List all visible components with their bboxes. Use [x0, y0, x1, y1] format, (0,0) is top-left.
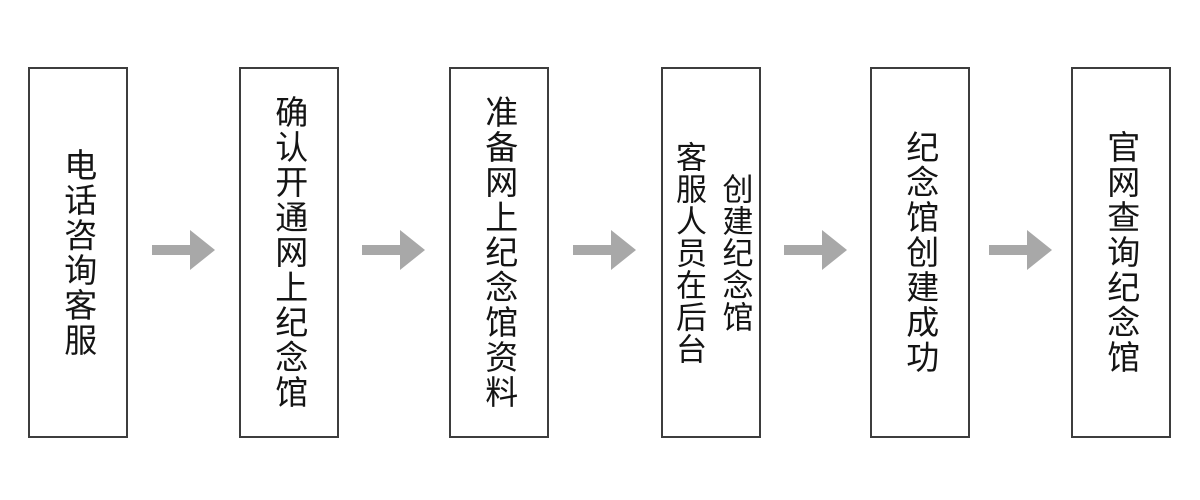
flow-step-5-label: 纪念馆创建成功 — [900, 130, 940, 375]
arrow-right-shape — [989, 230, 1052, 270]
flow-step-2: 确认开通网上纪念馆 — [239, 67, 339, 438]
flow-step-4-label: 客服人员在后台 创建纪念馆 — [665, 141, 758, 365]
flow-step-3-label: 准备网上纪念馆资料 — [479, 95, 519, 410]
arrow-right-icon — [362, 230, 425, 270]
flow-step-label-column: 准备网上纪念馆资料 — [480, 95, 518, 410]
arrow-right-shape — [152, 230, 215, 270]
arrow-right-shape — [784, 230, 847, 270]
flow-step-4: 客服人员在后台 创建纪念馆 — [661, 67, 761, 438]
arrow-right-shape — [362, 230, 425, 270]
flow-step-1: 电话咨询客服 — [28, 67, 128, 438]
arrow-right-icon — [573, 230, 636, 270]
flow-step-label-column: 确认开通网上纪念馆 — [270, 95, 308, 410]
flow-step-label-column: 创建纪念馆 — [717, 172, 753, 333]
flow-step-label-column: 官网查询纪念馆 — [1102, 130, 1140, 375]
flow-step-6-label: 官网查询纪念馆 — [1101, 130, 1141, 375]
arrow-right-icon — [784, 230, 847, 270]
flow-step-2-label: 确认开通网上纪念馆 — [269, 95, 309, 410]
flow-step-label-column: 客服人员在后台 — [671, 140, 706, 365]
arrow-right-shape — [573, 230, 636, 270]
arrow-right-icon — [989, 230, 1052, 270]
flow-step-3: 准备网上纪念馆资料 — [449, 67, 549, 438]
flow-step-1-label: 电话咨询客服 — [58, 148, 98, 358]
flow-step-5: 纪念馆创建成功 — [870, 67, 970, 438]
flow-step-label-column: 电话咨询客服 — [59, 147, 97, 358]
flow-step-label-column: 纪念馆创建成功 — [901, 130, 939, 375]
flow-step-6: 官网查询纪念馆 — [1071, 67, 1171, 438]
arrow-right-icon — [152, 230, 215, 270]
